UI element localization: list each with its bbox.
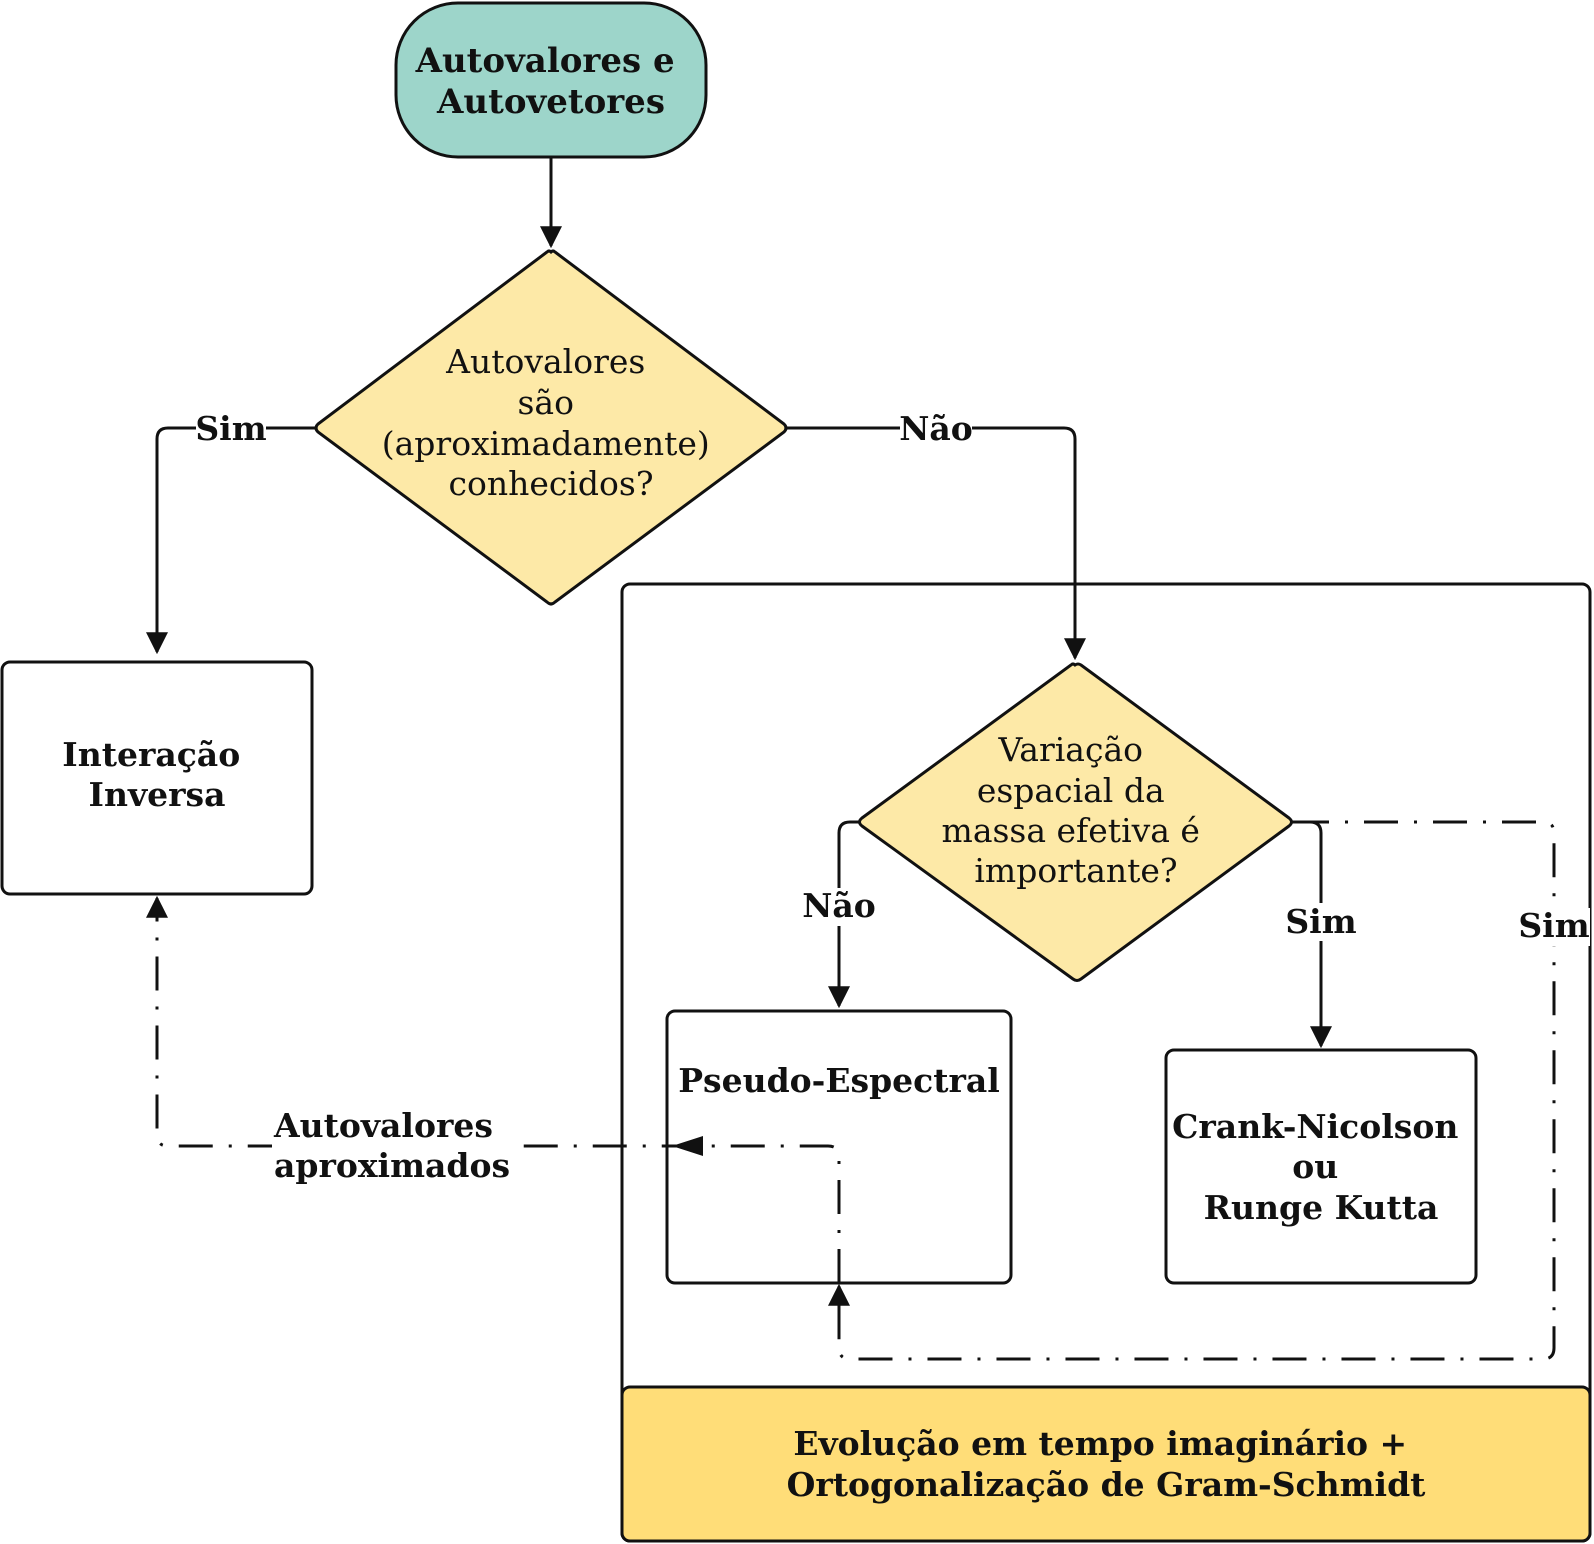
evolution-box <box>620 1385 1592 1543</box>
evolution-label: Evolução em tempo imaginário + Ortogonal… <box>787 1424 1427 1504</box>
edge-label-approx: Autovalores aproximados <box>273 1106 510 1185</box>
decision2-label: Variação espacial da massa efetiva é imp… <box>942 730 1211 890</box>
crank-nicolson-box <box>1164 1048 1478 1285</box>
edge-label-bg <box>900 408 972 446</box>
edge-decision2-no <box>828 820 859 1009</box>
pseudo-spectral-box <box>665 1009 1013 1285</box>
edge-label-bg <box>1518 908 1590 946</box>
edge-label-d1-yes: Sim <box>195 409 266 448</box>
decision1-diamond <box>314 249 788 606</box>
edge-decision1-no <box>786 426 1086 661</box>
edge-label-bg <box>196 408 266 446</box>
edge-decision2-yes-dashed <box>828 820 1556 1361</box>
edge-label-d1-no: Não <box>899 409 973 448</box>
decision2-diamond <box>858 662 1293 982</box>
decision1-label: Autovalores são (aproximadamente) conhec… <box>382 342 721 503</box>
edge-label-bg <box>1284 903 1358 941</box>
pseudo-spectral-label: Pseudo-Espectral <box>678 1061 1000 1100</box>
edge-label-bg <box>803 888 875 926</box>
inverse-iteration-box <box>0 660 314 896</box>
edge-label-d2-yes-dashed: Sim <box>1518 906 1589 945</box>
arrowhead-left <box>672 1136 703 1156</box>
edge-label-d2-yes: Sim <box>1285 902 1356 941</box>
start-label: Autovalores e Autovetores <box>415 41 687 122</box>
inverse-iteration-label: Interação Inversa <box>62 735 251 814</box>
crank-nicolson-label: Crank-Nicolson ou Runge Kutta <box>1172 1107 1470 1227</box>
edge-label-bg <box>272 1108 512 1184</box>
edge-label-d2-no: Não <box>802 886 876 925</box>
edge-decision1-yes <box>146 426 316 655</box>
